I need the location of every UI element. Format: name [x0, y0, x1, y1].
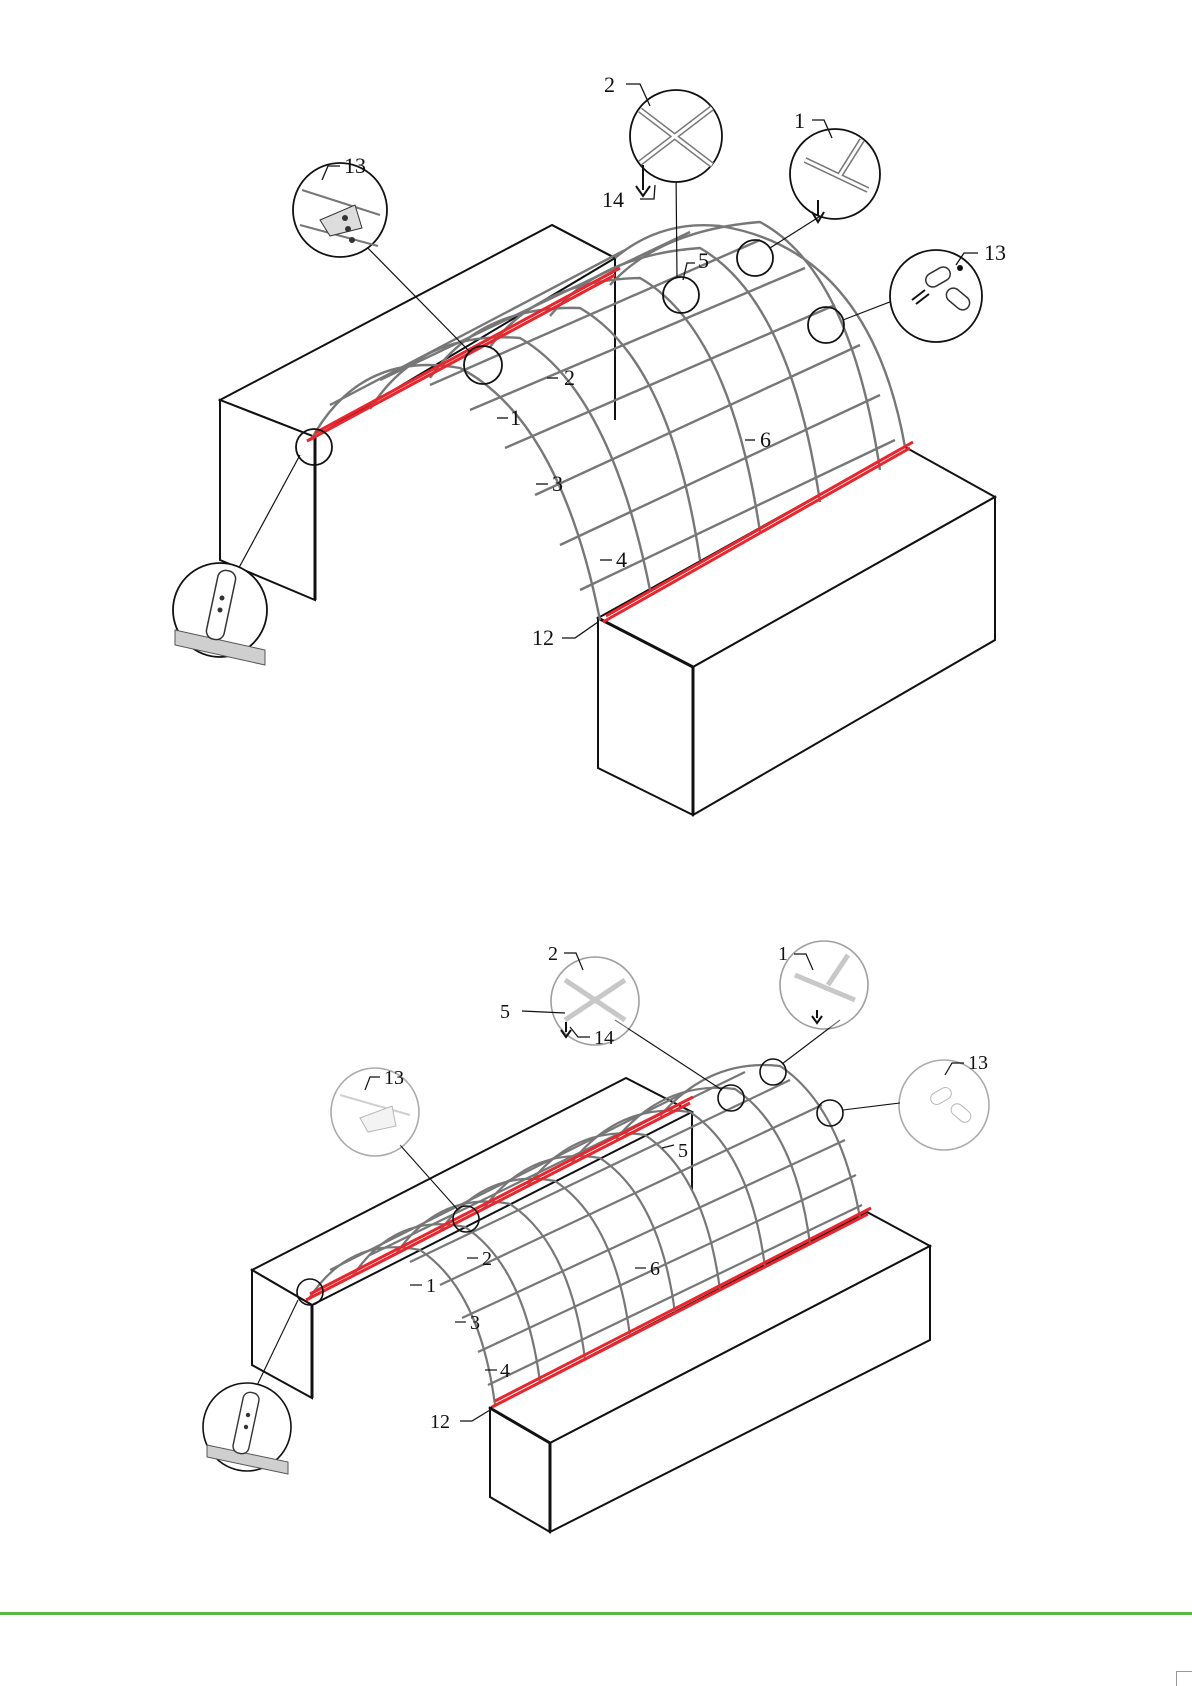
callout-bracket-detail [331, 1068, 419, 1156]
label-part-5: 5 [678, 1140, 688, 1162]
label-part-1: 1 [510, 405, 521, 430]
callout-base-pin [203, 1383, 291, 1474]
right-container-block [598, 447, 995, 815]
label-part-2: 2 [482, 1248, 492, 1270]
footer-rule [0, 1612, 1192, 1615]
marker-circle [808, 307, 844, 343]
label-part-6: 6 [760, 427, 771, 452]
marker-circle [737, 240, 773, 276]
callout-cross-joint [630, 90, 722, 196]
right-container-block [490, 1212, 930, 1532]
label-part-1: 1 [426, 1275, 436, 1297]
label-part-4: 4 [616, 547, 627, 572]
label-13-right: 13 [984, 240, 1006, 265]
label-5: 5 [698, 248, 709, 273]
callout-bracket-detail [293, 163, 387, 257]
label-part-4: 4 [500, 1360, 510, 1382]
label-part-12: 12 [430, 1411, 450, 1433]
callout-tee-joint [790, 129, 880, 222]
page-corner-mark [1176, 1671, 1192, 1686]
callout-base-pin [173, 563, 267, 665]
bottom-assembly-figure: 2 1 5 14 13 13 5 2 1 6 3 4 12 [203, 941, 989, 1532]
label-part-12: 12 [532, 625, 554, 650]
label-13-left: 13 [384, 1067, 404, 1089]
label-1-callout: 1 [778, 943, 788, 965]
label-part-6: 6 [650, 1258, 660, 1280]
callout-tee-joint [780, 941, 868, 1029]
label-part-3: 3 [552, 471, 563, 496]
label-1-callout: 1 [794, 108, 805, 133]
label-14: 14 [594, 1027, 614, 1049]
label-5-callout: 5 [500, 1001, 510, 1023]
label-part-3: 3 [470, 1312, 480, 1334]
label-2-callout: 2 [548, 943, 558, 965]
left-container-block [220, 225, 615, 600]
callout-pipe-joint [890, 250, 982, 342]
label-14: 14 [602, 187, 624, 212]
marker-circle [663, 277, 699, 313]
label-part-2: 2 [564, 365, 575, 390]
marker-circle [760, 1059, 786, 1085]
label-13-left: 13 [344, 153, 366, 178]
label-2-callout: 2 [604, 72, 615, 97]
label-13-right: 13 [968, 1052, 988, 1074]
top-assembly-figure: 2 1 13 13 14 5 2 1 3 4 6 12 [173, 72, 1006, 815]
